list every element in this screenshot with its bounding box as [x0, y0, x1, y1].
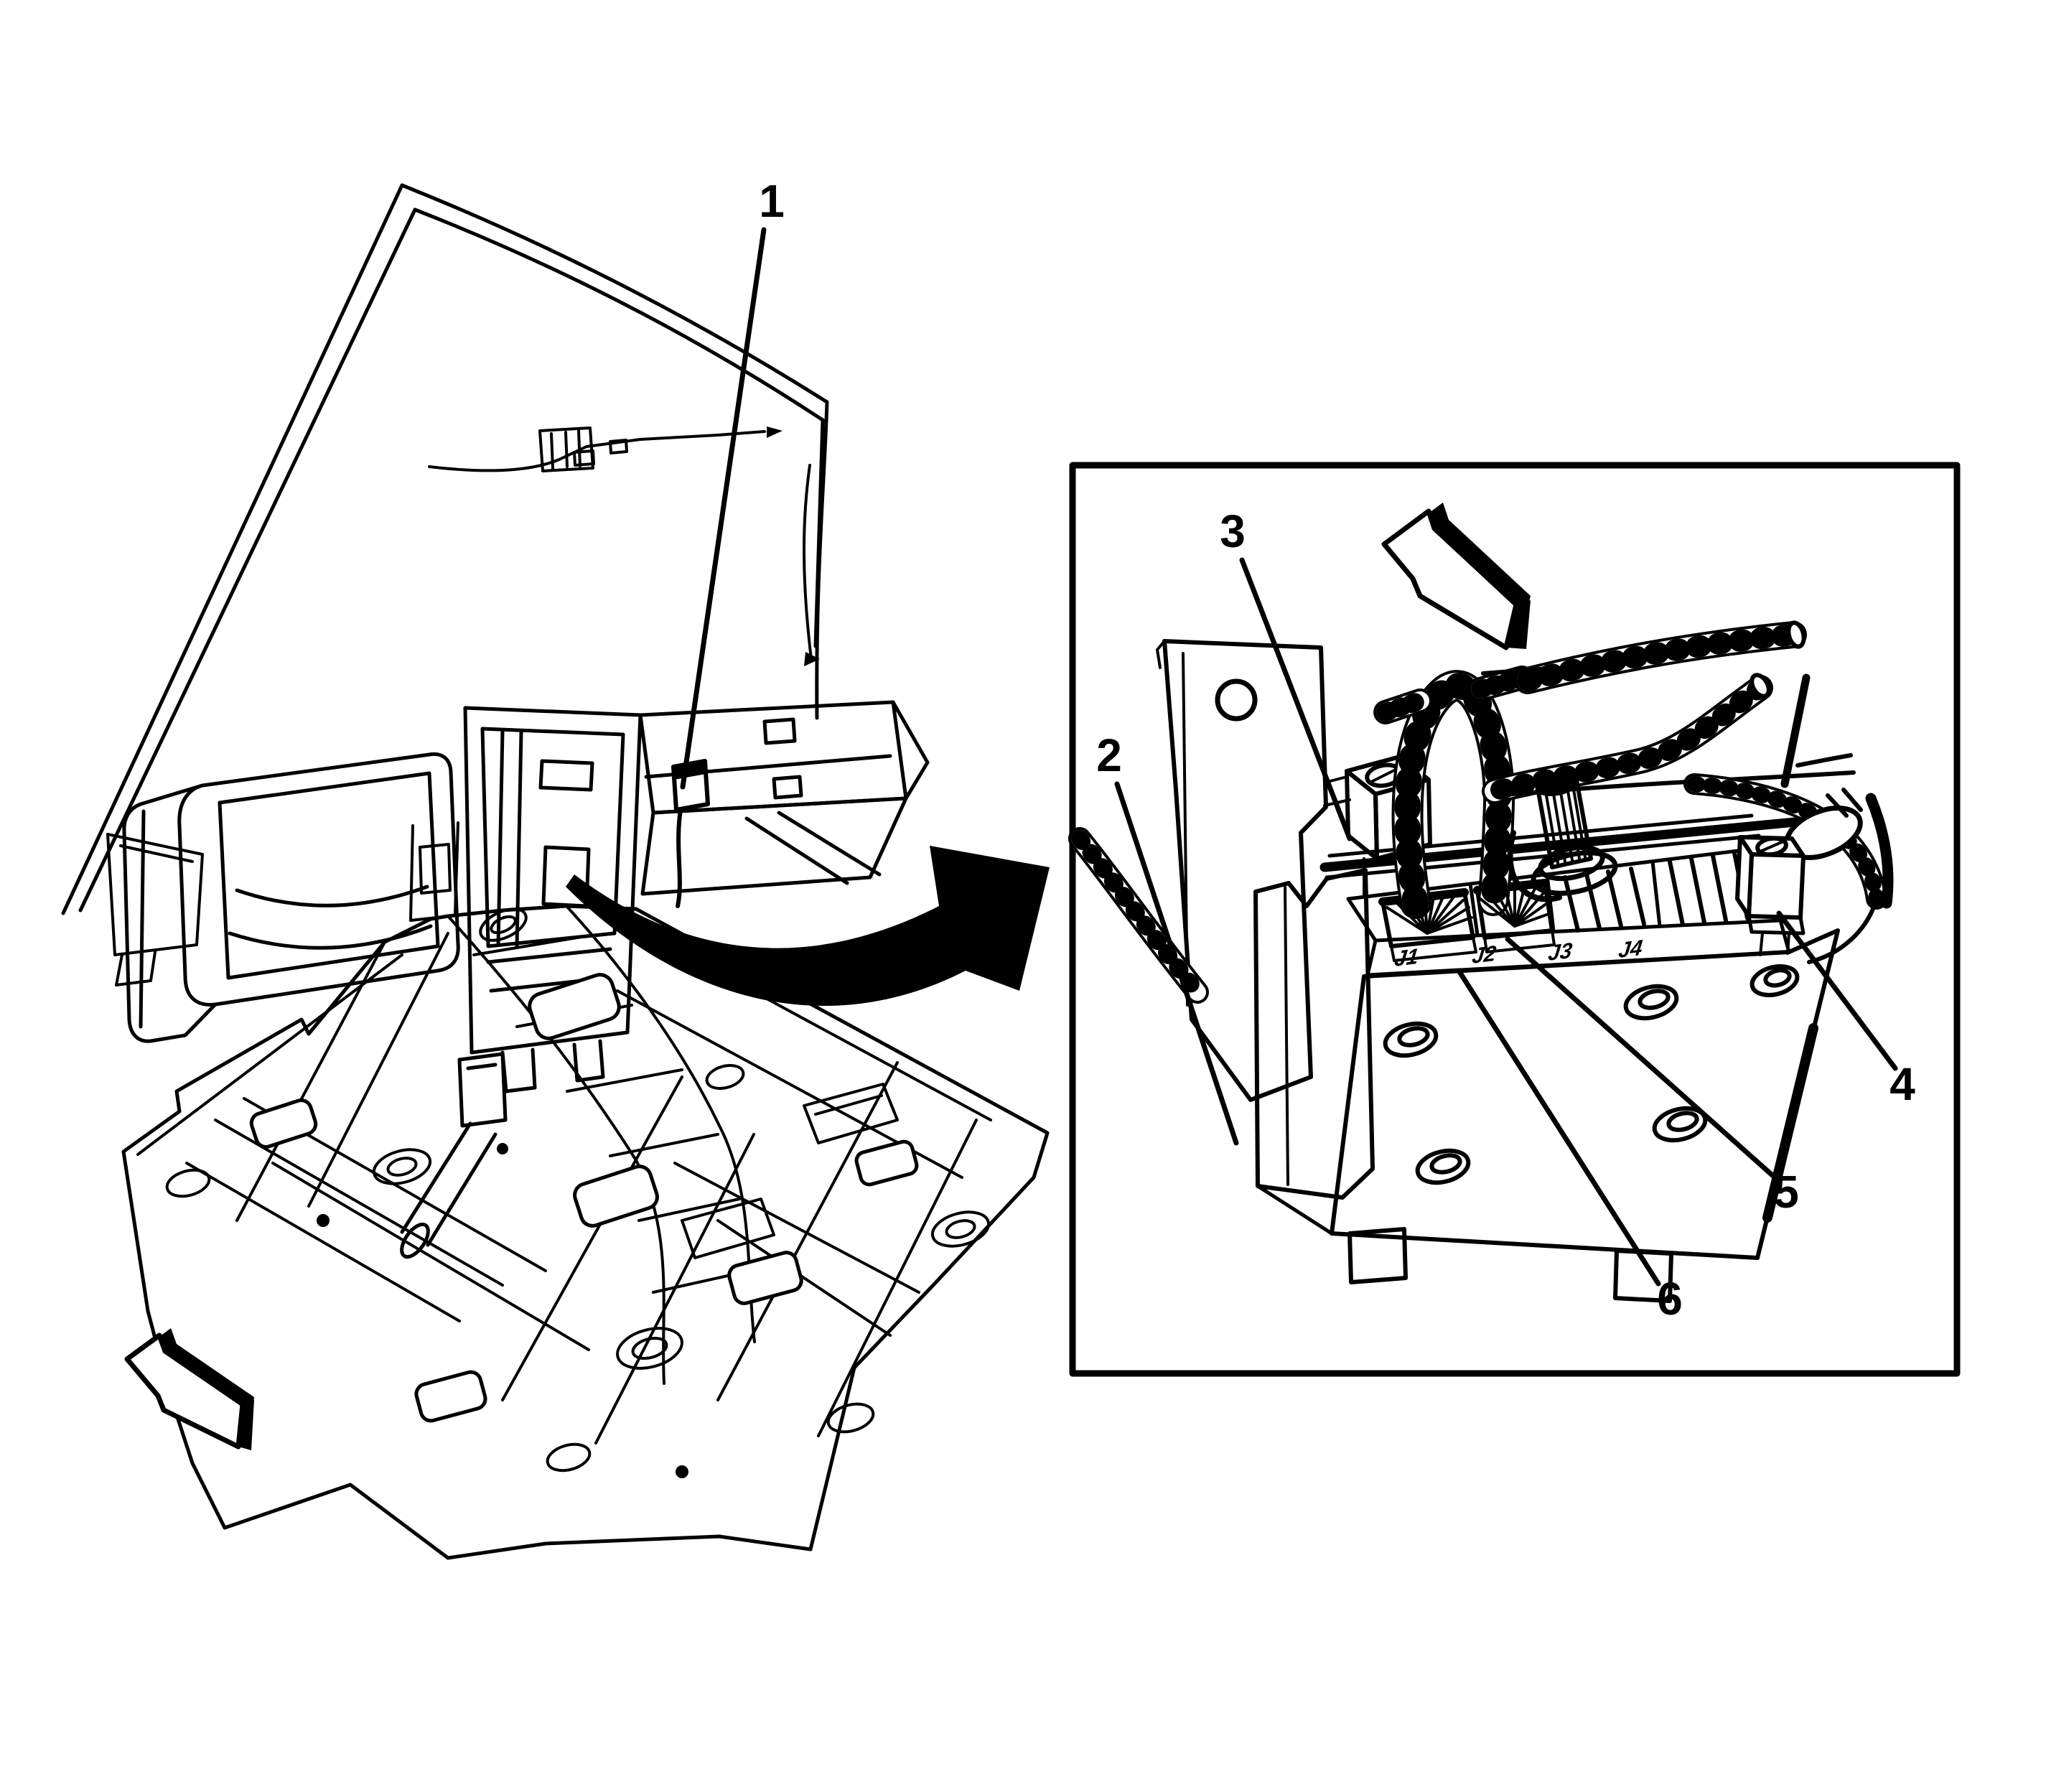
- module-foot-right: [1613, 1249, 1673, 1303]
- module-front-face: [1330, 928, 1840, 1303]
- floor-grommets: [165, 1064, 991, 1478]
- vehicle-overview-scene: 1: [61, 175, 1050, 1560]
- callout-3: 3: [1220, 505, 1353, 841]
- callout-1-leader: [680, 227, 767, 790]
- zoom-arrow: [566, 846, 1050, 1007]
- module-foot-left: [1347, 1227, 1408, 1284]
- harness-arrow-tick-2: [804, 652, 820, 666]
- thin-wires: [1481, 666, 1856, 798]
- windshield-frame: [61, 183, 829, 915]
- antenna-connector: [1507, 772, 1618, 902]
- wire-fans: [1386, 884, 1552, 935]
- antenna-rod: [1780, 673, 1811, 788]
- callout-5-leader: [1505, 936, 1776, 1179]
- inset-detail-box: J1 J2 J3 J4: [1068, 462, 1961, 1377]
- callout-2: 2: [1096, 729, 1239, 1146]
- instrument-panel: [106, 700, 930, 1259]
- callout-3-label: 3: [1220, 505, 1246, 557]
- steering-column: [400, 1052, 508, 1259]
- ip-left-endcap: [122, 783, 218, 1043]
- bay-hatch-j4: [1668, 851, 1750, 927]
- callout-4: 4: [1776, 910, 1915, 1110]
- inset-callouts: 2 3 4 5 6: [1096, 505, 1915, 1325]
- floor-holes: [249, 973, 919, 1423]
- right-bracket-curve: [1683, 773, 1894, 964]
- harness-tube-upper: [1514, 620, 1807, 694]
- header-harness: [428, 426, 820, 666]
- comm-module: J1 J2 J3 J4: [1319, 813, 1840, 1303]
- callout-6-leader: [1456, 968, 1661, 1287]
- module-top-rail: [1319, 816, 1816, 872]
- callout-4-leader: [1776, 910, 1898, 1071]
- connector-label-j3: J3: [1547, 938, 1574, 966]
- bay-hatch-j3: [1563, 867, 1646, 933]
- seat-riser-brackets: [681, 1083, 899, 1259]
- callout-1-label: 1: [759, 175, 785, 227]
- kick-panel: [106, 833, 204, 986]
- callout-2-leader: [1114, 781, 1239, 1146]
- callout-5: 5: [1505, 936, 1799, 1218]
- callout-6: 6: [1456, 968, 1683, 1325]
- connector-label-j4: J4: [1617, 935, 1644, 963]
- callout-5-label: 5: [1773, 1166, 1799, 1218]
- callout-3-leader: [1239, 557, 1353, 841]
- mounting-bracket: [1156, 639, 1328, 1102]
- direction-arrow-inset: [1381, 503, 1531, 650]
- callout-2-label: 2: [1096, 729, 1122, 781]
- direction-arrow-left: [124, 1328, 254, 1450]
- bracket-hole: [1215, 678, 1258, 722]
- callout-6-label: 6: [1657, 1273, 1683, 1325]
- floor-pan-outline: [121, 904, 1050, 1560]
- cluster-hood: [177, 752, 460, 1007]
- glovebox-shelf: [638, 700, 930, 896]
- harness-tube-lower: [1482, 673, 1773, 804]
- floor-pan: [121, 904, 1050, 1560]
- harness-arrow-tick: [767, 426, 783, 438]
- vehicle-comm-module-location: [671, 759, 710, 908]
- relay-right: [1735, 835, 1806, 956]
- callout-1: 1: [671, 175, 785, 908]
